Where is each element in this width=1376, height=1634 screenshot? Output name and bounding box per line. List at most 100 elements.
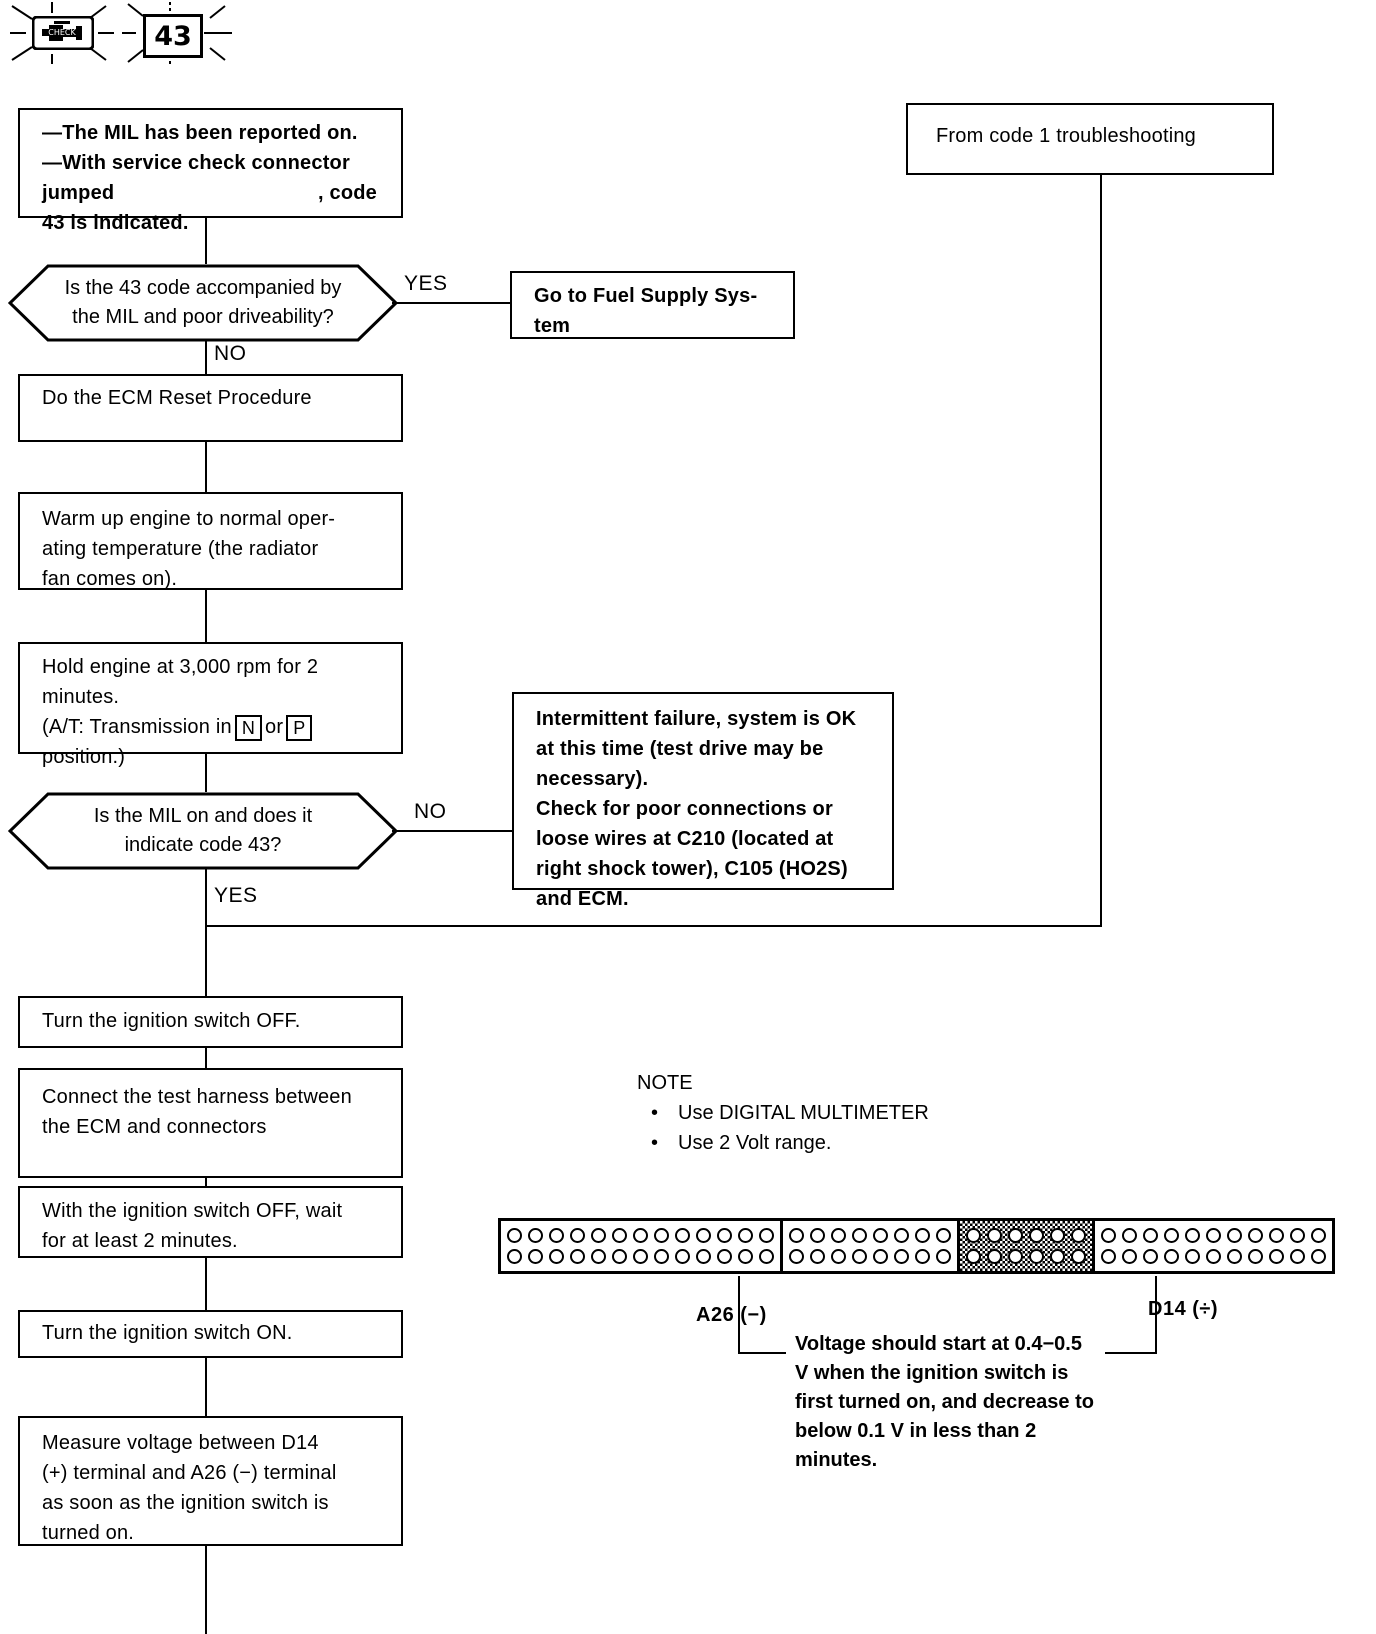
connector-pin [675,1249,690,1264]
connector-pin [1311,1228,1326,1243]
connector-pin [1050,1228,1065,1243]
decision1-line-1: Is the 43 code accompanied by [64,277,342,299]
connector-pin [612,1228,627,1243]
connector-pin [1050,1249,1065,1264]
start-line-3b: , code [318,182,377,204]
note-block: NOTE • Use DIGITAL MULTIMETER • Use 2 Vo… [637,1068,1057,1158]
connector-pin [1206,1249,1221,1264]
connector-pin [738,1249,753,1264]
connector-pin-row [507,1228,774,1243]
connector-pin [1164,1249,1179,1264]
connector-hold-to-decision2 [205,754,207,792]
connector-pin [654,1228,669,1243]
connector-pin [696,1228,711,1243]
note-item-row: • Use 2 Volt range. [637,1128,1057,1158]
caption-line-3: first turned on, and decrease to [795,1391,1094,1413]
from-code1-down-line [1100,175,1102,927]
connector-warmup-to-hold [205,590,207,642]
hold-line-4: position.) [42,746,126,768]
hold-line-2: minutes. [42,686,120,708]
connector-pin [915,1228,930,1243]
connector-pin [852,1228,867,1243]
ecm-connector-pin-diagram [498,1218,1335,1274]
hold-line-3b: or [265,716,284,738]
branch-yes-decision1 [392,302,510,304]
connector-pin [759,1228,774,1243]
connector-pin-row [966,1249,1086,1264]
bullet-icon: • [651,1132,659,1154]
connector-pin [831,1249,846,1264]
label-yes-decision2: YES [214,884,258,907]
fuel-supply-line-2: tem [534,315,571,337]
decision-mil-code-43: Is the MIL on and does it indicate code … [8,792,398,870]
from-code1-box: From code 1 troubleshooting [906,103,1274,175]
connector-pin [675,1228,690,1243]
connector-pin [831,1228,846,1243]
measure-line-4: turned on. [42,1522,135,1544]
caption-line-4: below 0.1 V in less than 2 [795,1420,1037,1442]
connector-pin [1071,1228,1086,1243]
connector-pin [873,1249,888,1264]
connector-pin [696,1249,711,1264]
connector-pin [1311,1249,1326,1264]
caption-line-5: minutes. [795,1449,878,1471]
connector-pin [612,1249,627,1264]
intermittent-line-1: Intermittent failure, system is OK [536,708,857,730]
warm-up-engine-box: Warm up engine to normal oper- ating tem… [18,492,403,590]
connector-pin [633,1228,648,1243]
connector-pin [915,1249,930,1264]
connector-pin-row [507,1249,774,1264]
harness-line-2: the ECM and connectors [42,1116,267,1138]
caption-line-2: V when the ignition switch is [795,1362,1069,1384]
intermittent-line-6: right shock tower), C105 (HO2S) [536,858,848,880]
connector-pin [1122,1249,1137,1264]
connector-group-3 [1095,1221,1332,1271]
start-line-2: —With service check connector [42,152,350,174]
connector-pin [507,1228,522,1243]
connector-pin [1290,1249,1305,1264]
connector-pin [528,1249,543,1264]
connector-pin [1071,1249,1086,1264]
measure-line-2: (+) terminal and A26 (−) terminal [42,1462,337,1484]
connector-pin [1101,1249,1116,1264]
caption-line-1: Voltage should start at 0.4−0.5 [795,1333,1082,1355]
connector-pin [1008,1249,1023,1264]
label-yes-decision1: YES [404,272,448,295]
decision-43-code-driveability: Is the 43 code accompanied by the MIL an… [8,264,398,342]
connector-pin-row [1101,1228,1326,1243]
harness-line-1: Connect the test harness between [42,1086,352,1108]
mil-connector-dash-3 [204,32,218,34]
connector-group-1 [783,1221,960,1271]
hold-line-1: Hold engine at 3,000 rpm for 2 [42,656,319,678]
gear-key-n: N [234,714,263,741]
ignition-on-line-1: Turn the ignition switch ON. [42,1322,293,1344]
connector-pin [894,1249,909,1264]
connector-pin [1008,1228,1023,1243]
warmup-line-1: Warm up engine to normal oper- [42,508,336,530]
measure-voltage-box: Measure voltage between D14 (+) terminal… [18,1416,403,1546]
connector-pin [528,1228,543,1243]
voltage-caption: Voltage should start at 0.4−0.5 V when t… [795,1330,1215,1475]
start-line-4: 43 is indicated. [42,212,189,234]
leader-line-d14 [1155,1276,1157,1324]
caption-bracket-right-vertical [1155,1324,1157,1354]
connector-pin [738,1228,753,1243]
branch-no-decision2 [392,830,512,832]
connector-pin-row [789,1228,951,1243]
code-number-box: 43 [143,14,203,58]
connector-pin [549,1228,564,1243]
fuel-supply-box: Go to Fuel Supply Sys- tem [510,271,795,339]
warmup-line-2: ating temperature (the radiator [42,538,319,560]
connector-pin [1185,1228,1200,1243]
hold-engine-rpm-box: Hold engine at 3,000 rpm for 2 minutes. … [18,642,403,768]
connector-pin [873,1228,888,1243]
connector-pin-row [789,1249,951,1264]
note-item-row: • Use DIGITAL MULTIMETER [637,1098,1057,1128]
branch-yes-decision2 [205,868,207,996]
connector-pin [936,1249,951,1264]
branch-no-decision1 [205,340,207,374]
note-item-0: Use DIGITAL MULTIMETER [678,1102,929,1124]
connector-pin [789,1228,804,1243]
start-line-3a: jumped [42,182,115,204]
check-engine-icon: CHECK [32,16,94,50]
